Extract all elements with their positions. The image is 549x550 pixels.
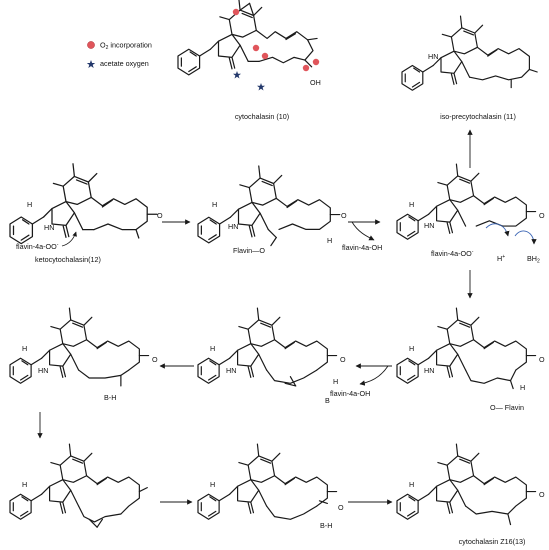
compound-label-cytochalasin-z16-13: cytochalasin Z16(13) [459,537,526,546]
curved-arrow [485,223,510,237]
ketone-o-label: O [539,355,545,364]
nh-label: HN [38,366,48,375]
reagent-flavin-4a-oh-1: flavin-4a-OH [342,243,382,252]
compound-label-cytochalasin-10: cytochalasin (10) [235,112,289,121]
h-label: H [409,480,414,489]
acetate-star-icon [257,83,265,91]
acetate-oxygen-label: acetate oxygen [100,59,149,68]
structure-epoxide-intermediate [197,307,338,387]
reagent-flavin-o-o: Flavin—O [233,246,265,255]
h-label: H [333,377,338,386]
reagent-flavin-4a-oo-2: flavin-4a-OO- [431,249,474,258]
structure-enolate [9,307,150,387]
hydroxyl-label: OH [310,78,321,87]
o2-marker [232,8,240,16]
o2-incorporation-label: O2 incorporation [100,41,152,52]
structure-peroxy-adduct [197,165,341,247]
h-label: H [212,200,217,209]
nh-label: HN [428,52,438,61]
acetate-oxygen-star-icon [86,60,96,68]
nh-label: HN [44,223,54,232]
h-label: H [210,480,215,489]
curved-arrow [61,231,77,247]
arrow-to-epoxide [355,363,392,386]
structure-cytochalasin-z16-13 [396,443,537,526]
o2-marker [302,64,310,72]
arrow-adduct-to-criegee [348,219,381,241]
structure-epoxy-lactone [9,443,148,528]
nh-label: HN [226,366,236,375]
nh-label: HN [228,222,238,231]
h-label: H [409,200,414,209]
base-b-label: B [325,396,330,405]
ketone-o-label: O [341,211,347,220]
h-label: H [409,344,414,353]
o2-marker [252,44,260,52]
o2-marker [312,58,320,66]
ketone-o-label: O [157,211,163,220]
h-label: H [327,236,332,245]
structure-cytochalasin-10 [177,0,318,76]
structure-enolate-2 [197,443,338,520]
reagent-flavin-4a-oo: flavin-4a-OO- [16,242,59,251]
reagent-b-h-1: B-H [104,393,116,402]
acetate-star-icon [233,71,241,79]
h-plus-label: H+ [497,254,505,263]
reagent-o-flavin: O— Flavin [490,403,524,412]
h-label: H [22,480,27,489]
h-label: H [27,200,32,209]
ketone-o-label: O [539,211,545,220]
structure-enol-intermediate [396,307,537,390]
h-label: H [210,344,215,353]
reagent-b-h-2: B-H [320,521,332,530]
nh-label: HN [424,366,434,375]
ketone-o-label: O [152,355,158,364]
compound-label-iso-precytochalasin-11: iso-precytochalasin (11) [440,112,516,121]
ketone-o-label: O [340,355,346,364]
reagent-flavin-4a-oh-2: flavin-4a-OH [330,389,370,398]
h-label: H [22,344,27,353]
structure-ketocytochalasin-12 [9,163,158,245]
nh-label: HN [424,221,434,230]
structure-iso-precytochalasin-11 [401,15,538,91]
o2-marker [261,52,269,60]
o2-incorporation-marker [87,41,95,49]
compound-label-ketocytochalasin-12: ketocytochalasin(12) [35,255,101,264]
enolate-o-label: O [338,503,344,512]
structure-criegee-intermediate [396,163,537,240]
curved-arrow [514,230,537,245]
h-label: H [520,383,525,392]
bh2-label: BH2 [527,254,540,265]
ketone-o-label: O [539,490,545,499]
